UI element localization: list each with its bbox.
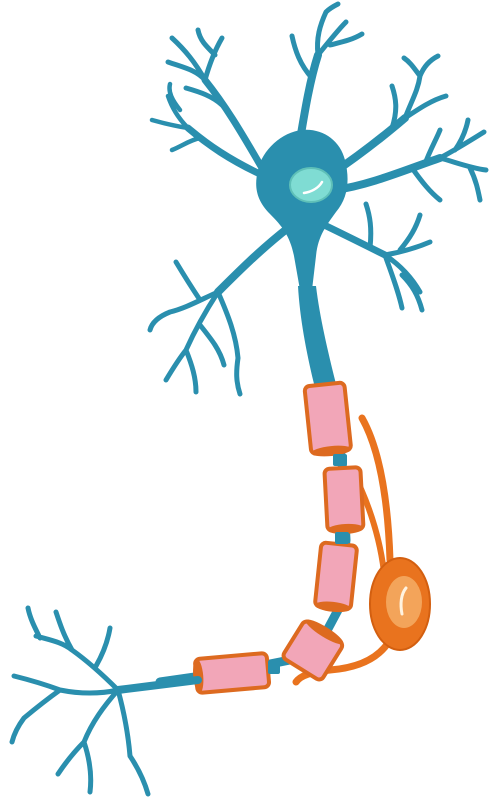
nucleus <box>290 168 332 202</box>
dendrite-branch <box>318 222 385 255</box>
dendrite-branch <box>292 4 362 78</box>
myelin-segment <box>314 542 357 613</box>
axon-terminals <box>12 608 198 794</box>
dendrite-branch <box>205 80 262 168</box>
schwann-cell-nucleus <box>386 576 422 628</box>
axon-terminal-branch <box>12 608 148 794</box>
axon-hillock <box>298 286 338 392</box>
axon-terminal-trunk <box>118 680 198 690</box>
node-of-ranvier <box>268 660 280 674</box>
myelin-segment <box>192 653 270 693</box>
myelin-segment <box>324 467 363 535</box>
node-of-ranvier <box>333 454 347 466</box>
dendrite-branch <box>152 84 200 150</box>
node-of-ranvier <box>335 532 349 544</box>
cell-body <box>256 130 347 290</box>
myelin-segment <box>304 382 351 458</box>
dendrite-branch <box>366 204 430 310</box>
dendrite-branch <box>218 228 288 292</box>
